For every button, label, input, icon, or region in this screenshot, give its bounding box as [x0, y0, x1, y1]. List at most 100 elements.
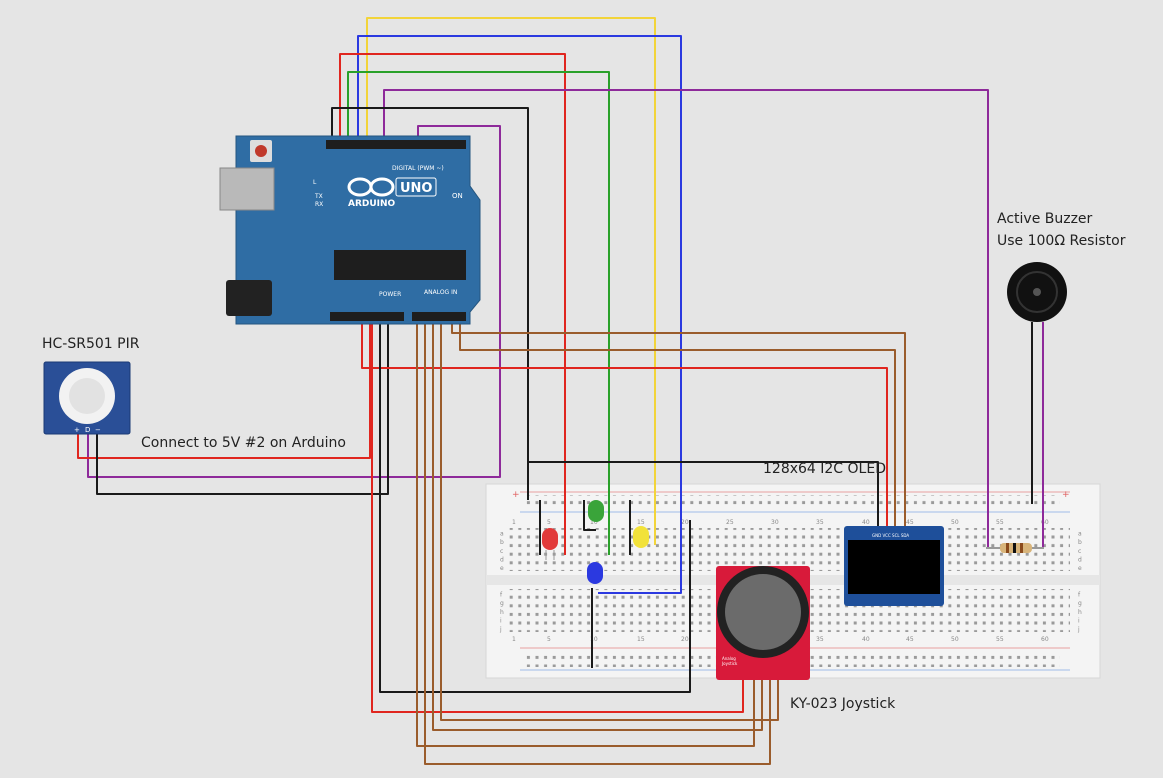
- buzzer-note: Use 100Ω Resistor: [997, 233, 1126, 249]
- active-buzzer: [1007, 262, 1067, 322]
- breadboard-column-number: 40: [862, 519, 870, 526]
- breadboard-column-number: 1: [512, 519, 516, 526]
- breadboard-row-letter: h: [1078, 609, 1082, 616]
- oled-title: 128x64 I2C OLED: [763, 461, 886, 477]
- breadboard-row-letter: g: [500, 600, 504, 607]
- joystick-title: KY-023 Joystick: [790, 696, 896, 712]
- breadboard-row-letter: d: [500, 556, 504, 563]
- wire-purple-buzzer: [383, 89, 989, 548]
- led-blue: [587, 562, 603, 584]
- joystick-label-bottom: Joystick: [721, 661, 738, 666]
- breadboard-column-number: 10: [590, 519, 598, 526]
- wire-black-joystick: [379, 315, 691, 693]
- uno-badge: [395, 177, 437, 197]
- pir-title: HC-SR501 PIR: [42, 336, 140, 352]
- breadboard-column-number: 5: [547, 636, 551, 643]
- breadboard-column-number: 45: [906, 636, 914, 643]
- arduino-uno: DIGITAL (PWM ~) ANALOG IN POWER ON ARDUI…: [219, 135, 481, 325]
- arduino-brand: ARDUINO: [348, 199, 396, 209]
- wire-brown-a2: [432, 315, 763, 731]
- breadboard-column-number: 35: [816, 519, 824, 526]
- breadboard-column-number: 60: [1041, 519, 1049, 526]
- wire-black-led: [583, 500, 596, 531]
- wire-black-oled: [528, 461, 879, 528]
- analog-header-label: ANALOG IN: [424, 289, 457, 296]
- resistor: [986, 543, 1044, 553]
- oled-pin-labels: GND VCC SCL SDA: [872, 533, 909, 538]
- pir-pin-plus: +: [74, 426, 80, 434]
- wire-brown-a1: [424, 315, 771, 765]
- breadboard-column-number: 40: [862, 636, 870, 643]
- breadboard-column-number: 20: [681, 519, 689, 526]
- breadboard-column-number: 1: [512, 636, 516, 643]
- wire-black-pir: [96, 315, 389, 495]
- led-red: [542, 528, 558, 560]
- led-tx-label: TX: [314, 193, 323, 200]
- wire-yellow-pin10: [366, 17, 656, 545]
- reset-button-cap[interactable]: [255, 145, 267, 157]
- breadboard-column-number: 10: [590, 636, 598, 643]
- wire-black-gnd: [331, 107, 529, 500]
- breadboard-row-letter: f: [1078, 592, 1081, 599]
- joystick-module: Analog Joystick: [716, 566, 810, 680]
- wire-red-pir: [77, 315, 371, 459]
- led-rx-label: RX: [315, 201, 323, 208]
- breadboard-row-letter: e: [1078, 565, 1082, 572]
- breadboard-column-number: 20: [681, 636, 689, 643]
- breadboard-column-number: 25: [726, 519, 734, 526]
- breadboard-column-number: 60: [1041, 636, 1049, 643]
- wire-brown-a0: [416, 315, 755, 747]
- power-jack: [226, 280, 272, 316]
- arduino-model: UNO: [400, 181, 433, 196]
- led-yellow: [633, 526, 649, 548]
- breadboard-row-letter: c: [1078, 548, 1081, 555]
- joystick-label-top: Analog: [722, 656, 736, 661]
- breadboard-row-letter: a: [500, 531, 504, 538]
- oled-display: GND VCC SCL SDA: [844, 526, 944, 606]
- pir-note: Connect to 5V #2 on Arduino: [141, 435, 346, 451]
- breadboard-row-letter: i: [500, 617, 502, 624]
- breadboard-row-letter: h: [500, 609, 504, 616]
- breadboard-column-number: 55: [996, 636, 1004, 643]
- breadboard-column-number: 35: [816, 636, 824, 643]
- digital-header-label: DIGITAL (PWM ~): [392, 165, 444, 172]
- wires: [77, 17, 1044, 765]
- wire-red-pin12: [339, 53, 566, 555]
- wire-red-joystick: [371, 315, 744, 713]
- pir-pin-minus: −: [95, 426, 101, 434]
- led-l-label: L: [313, 179, 317, 186]
- wire-brown-a3: [440, 315, 779, 721]
- breadboard-column-number: 5: [547, 519, 551, 526]
- breadboard-row-letter: e: [500, 565, 504, 572]
- breadboard-row-letter: c: [500, 548, 503, 555]
- breadboard-column-number: 55: [996, 519, 1004, 526]
- digital-header: [326, 140, 466, 149]
- rail-plus-label: +: [1062, 490, 1070, 500]
- usb-port: [219, 167, 275, 211]
- breadboard-row-letter: f: [500, 592, 503, 599]
- breadboard-row-letter: g: [1078, 600, 1082, 607]
- breadboard-column-number: 15: [637, 636, 645, 643]
- breadboard-column-number: 15: [637, 519, 645, 526]
- wire-purple-pir: [87, 125, 501, 478]
- wire-red-oled: [361, 315, 888, 528]
- breadboard-row-letter: b: [500, 539, 504, 546]
- power-header: [330, 312, 404, 321]
- arduino-logo-icon: [347, 177, 395, 197]
- buzzer-caption: Active Buzzer Use 100Ω Resistor: [997, 208, 1125, 252]
- breadboard-row-letter: j: [1077, 626, 1080, 633]
- breadboard-column-number: 50: [951, 519, 959, 526]
- breadboard-row-letter: j: [499, 626, 502, 633]
- atmega-chip: [334, 250, 466, 280]
- pir-pin-d: D: [85, 426, 90, 434]
- breadboard-row-letter: i: [1078, 617, 1080, 624]
- buzzer-title: Active Buzzer: [997, 211, 1093, 227]
- pir-sensor: + D −: [43, 361, 131, 435]
- power-header-label: POWER: [379, 291, 401, 298]
- breadboard-column-number: 50: [951, 636, 959, 643]
- breadboard-row-letter: b: [1078, 539, 1082, 546]
- on-label: ON: [452, 192, 463, 200]
- breadboard-column-number: 30: [771, 519, 779, 526]
- breadboard-row-letter: d: [1078, 556, 1082, 563]
